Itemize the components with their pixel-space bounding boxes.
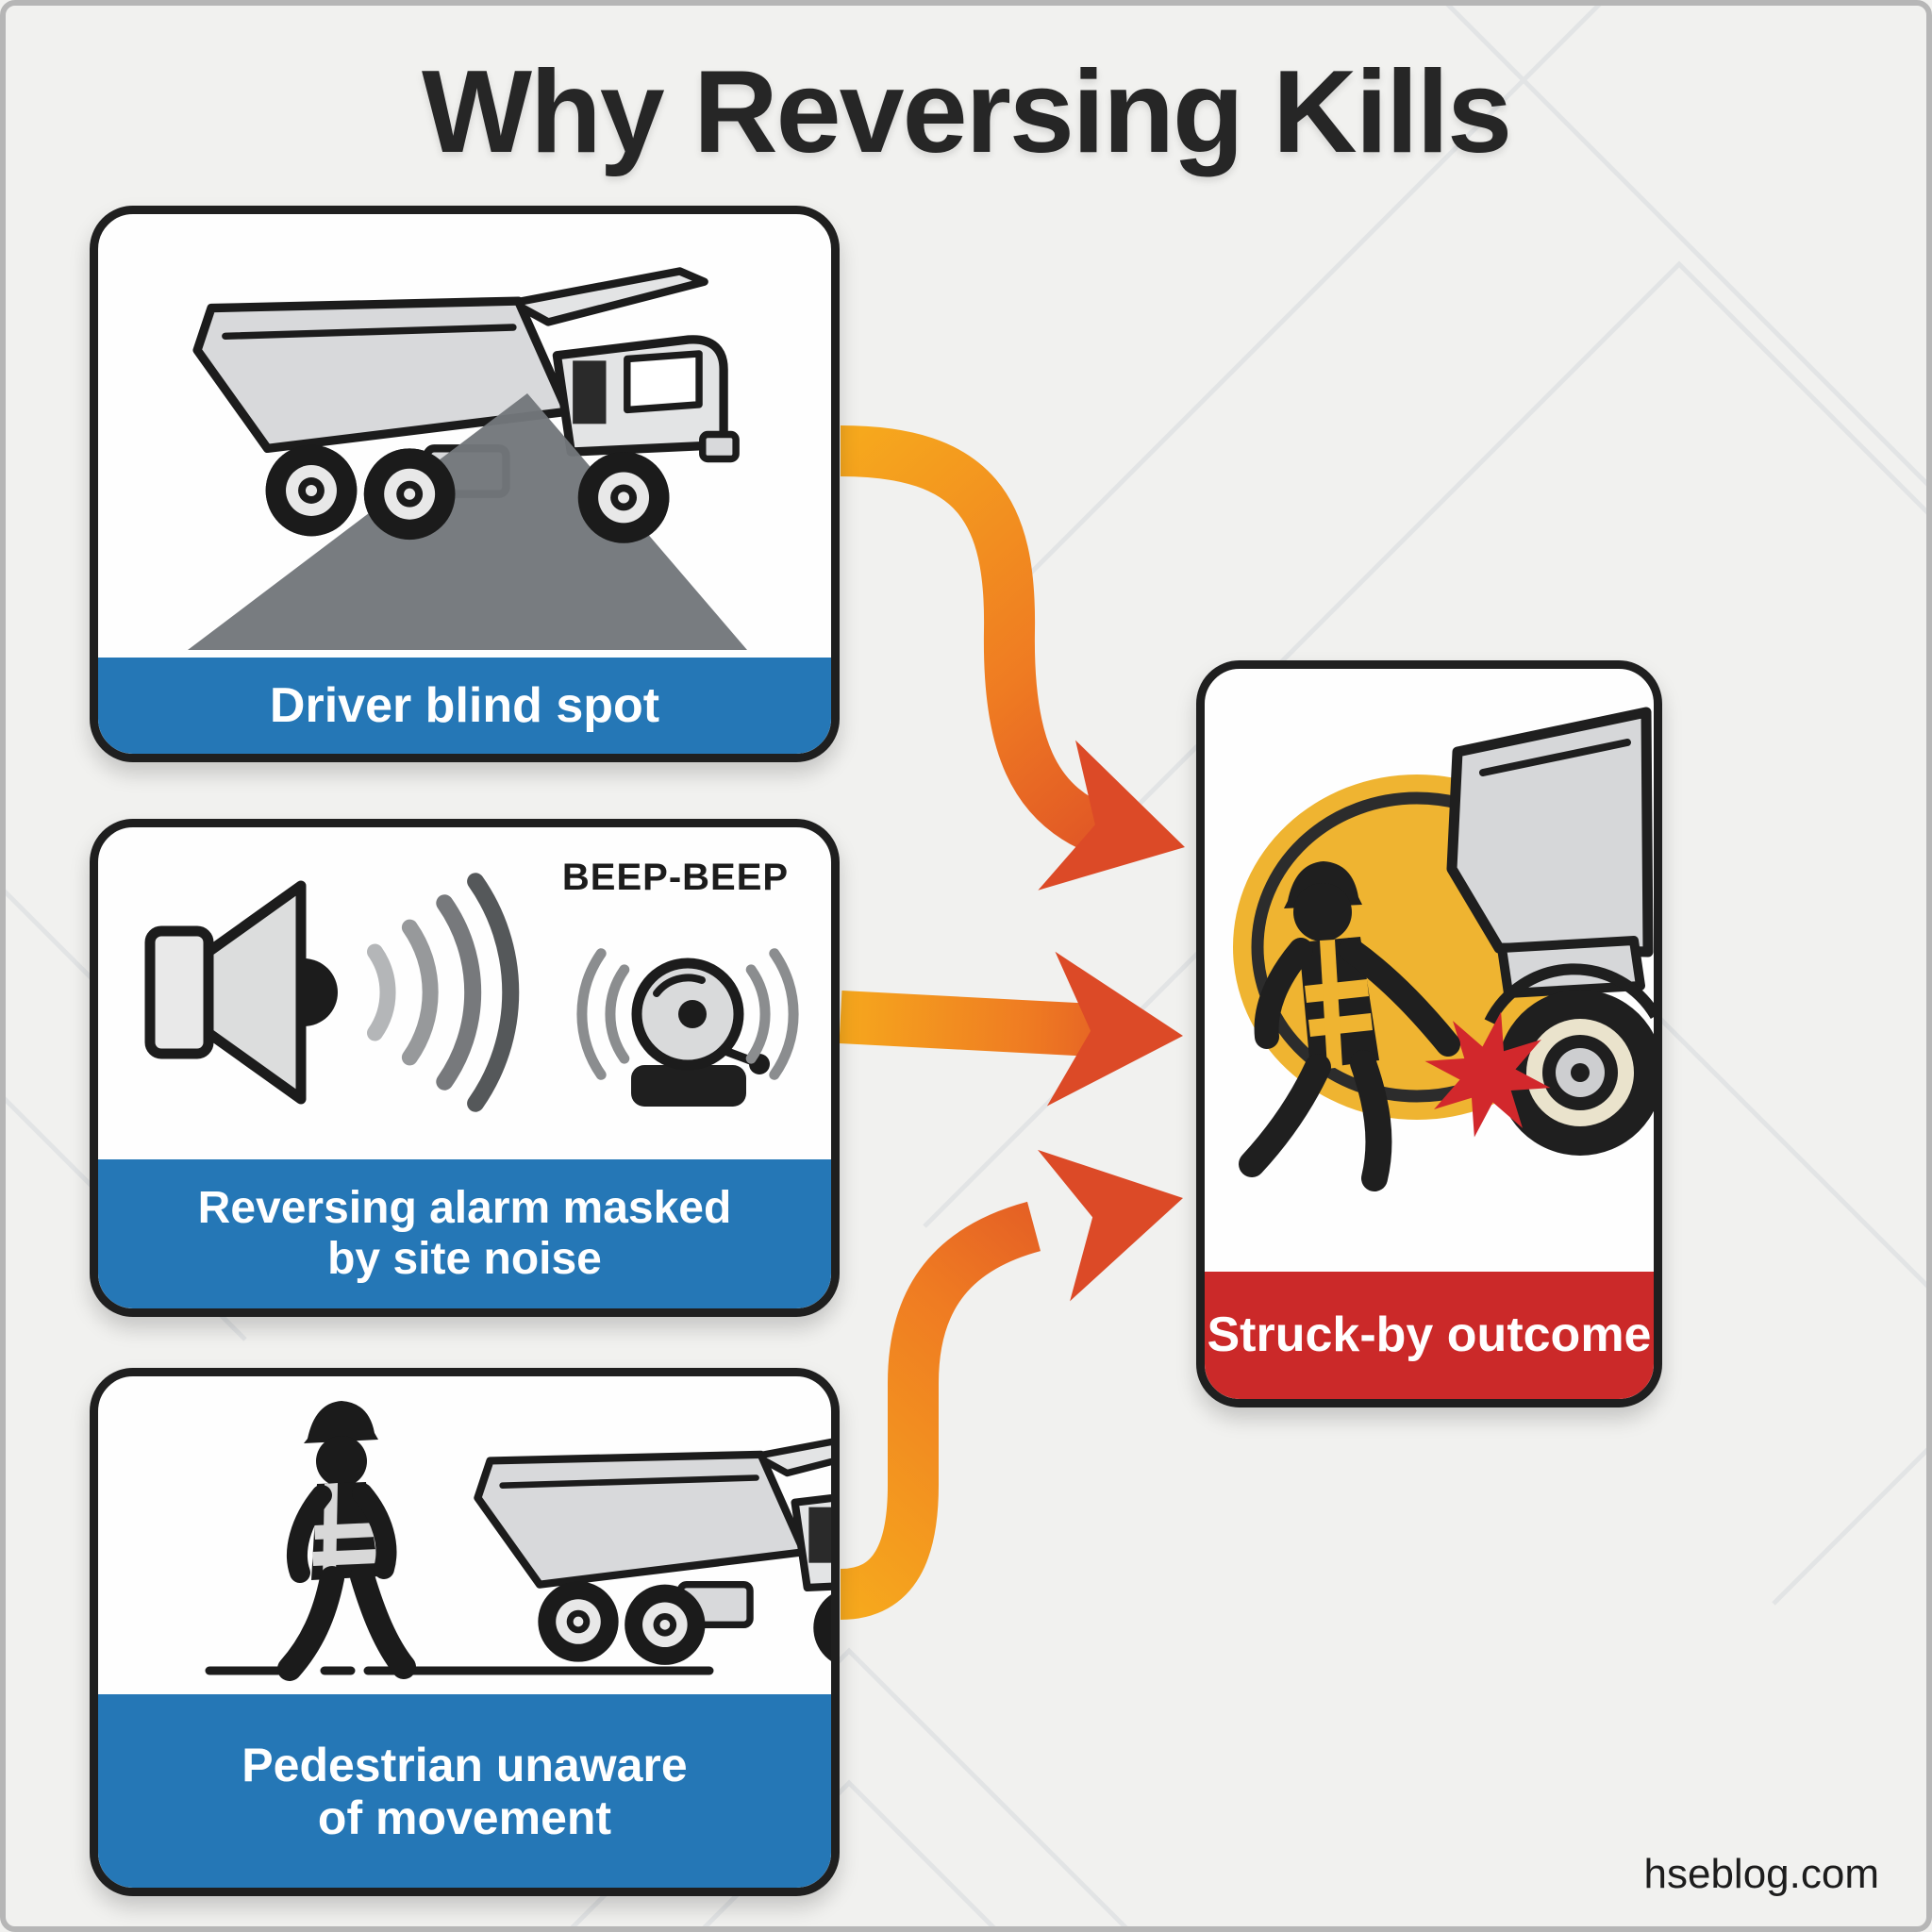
cause-card-pedestrian-unaware: Pedestrian unaware of movement	[90, 1368, 840, 1896]
reversing-alarm-bell-icon	[631, 958, 770, 1107]
struck-worker-icon	[1239, 861, 1460, 1191]
caption-driver-blind-spot: Driver blind spot	[98, 658, 831, 754]
approaching-truck-icon	[477, 1428, 831, 1668]
blind-spot-shadow	[188, 393, 747, 650]
dump-truck-blind-spot-icon	[188, 214, 747, 650]
caption-text-line2: by site noise	[327, 1234, 602, 1284]
alarm-art: BEEP-BEEP	[98, 827, 831, 1159]
watermark-hseblog: hseblog.com	[1643, 1851, 1879, 1897]
caption-struck-by-outcome: Struck-by outcome	[1205, 1272, 1654, 1399]
caption-text-line1: Pedestrian unaware	[242, 1738, 688, 1791]
walking-worker-icon	[277, 1401, 416, 1681]
outcome-art	[1205, 669, 1654, 1272]
caption-text: Driver blind spot	[269, 677, 660, 733]
pedestrian-art	[98, 1376, 831, 1694]
blind-spot-art	[98, 214, 831, 658]
cause-card-driver-blind-spot: Driver blind spot	[90, 206, 840, 762]
page-title: Why Reversing Kills	[421, 47, 1512, 177]
impact-starburst-icon	[1424, 1011, 1551, 1138]
cause-card-alarm-masked: BEEP-BEEP Reversing alarm masked by site…	[90, 819, 840, 1317]
speaker-icon	[144, 880, 338, 1105]
caption-alarm-masked: Reversing alarm masked by site noise	[98, 1159, 831, 1308]
caption-pedestrian-unaware: Pedestrian unaware of movement	[98, 1694, 831, 1888]
caption-text-line2: of movement	[317, 1790, 612, 1844]
arrow-alarm-to-outcome	[839, 951, 1188, 1113]
caption-text: Struck-by outcome	[1207, 1307, 1652, 1363]
speaker-sound-waves-alarm-bell-icon: BEEP-BEEP	[144, 857, 799, 1112]
beep-beep-label: BEEP-BEEP	[562, 857, 789, 898]
walking-worker-approaching-truck-icon	[205, 1401, 831, 1681]
reversing-truck-rear-icon	[1446, 707, 1654, 1156]
worker-struck-by-reversing-truck-icon	[1233, 707, 1654, 1191]
loud-noise-waves-icon	[367, 873, 520, 1112]
bell-sound-waves-icon	[576, 948, 799, 1080]
arrow-blind-spot-to-outcome	[840, 425, 1204, 923]
caption-text-line1: Reversing alarm masked	[197, 1183, 732, 1234]
arrow-pedestrian-to-outcome	[839, 1122, 1200, 1620]
outcome-card-struck-by: Struck-by outcome	[1196, 660, 1662, 1407]
